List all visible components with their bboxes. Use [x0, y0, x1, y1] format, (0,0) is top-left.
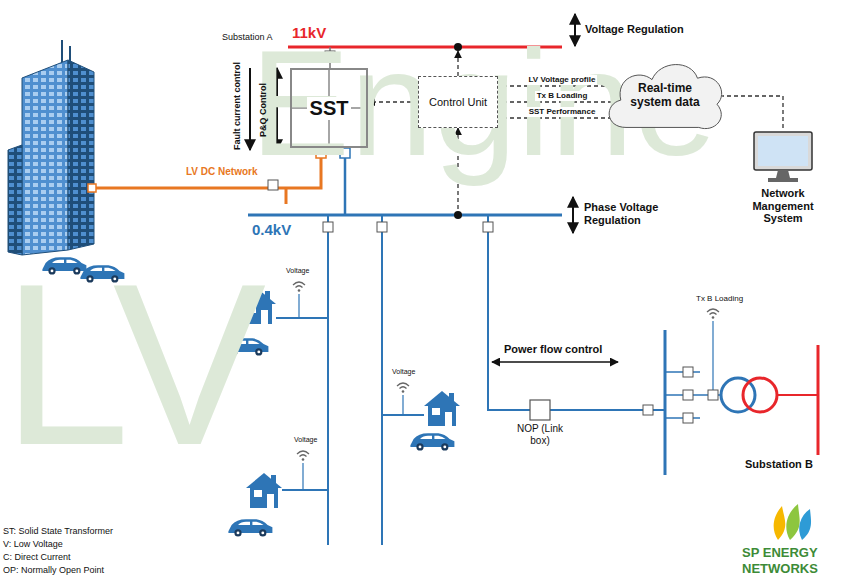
node-text: SST — [307, 97, 352, 120]
voltage-level: 0.4kV — [252, 221, 291, 238]
abbreviation-key: C: Direct Current — [3, 552, 71, 562]
logo-text: SP ENERGY — [742, 546, 818, 561]
link-box-symbol — [529, 399, 551, 421]
sensor-label: Voltage — [294, 436, 317, 444]
management-terminal: Network Mangement System — [742, 128, 824, 236]
voltage-sensor — [293, 282, 719, 490]
node-text: Network Mangement System — [744, 187, 822, 225]
sensor-label: Voltage — [392, 368, 415, 376]
abbreviation-key: OP: Normally Open Point — [3, 565, 104, 575]
logo-text: NETWORKS — [742, 562, 818, 577]
control-function: Voltage Regulation — [585, 23, 684, 36]
connector-label: Tx B Loading — [535, 91, 590, 101]
transformer-box: SST — [290, 68, 368, 148]
company-logo — [774, 504, 811, 540]
control-function: Power flow control — [504, 343, 602, 356]
office-building — [8, 40, 96, 255]
link-box: NOP (Link box) — [512, 399, 568, 449]
voltage-level: 11kV — [292, 24, 326, 41]
monitor-icon — [752, 130, 814, 184]
network-name: LV DC Network — [186, 166, 258, 178]
substation-b — [665, 330, 818, 475]
control-box: Control Unit — [418, 76, 498, 128]
sensor-label: Tx B Loading — [696, 294, 743, 303]
connector-label: LV Voltage profile — [527, 75, 598, 85]
control-function: Fault current control — [232, 62, 242, 150]
watermark: LV — [2, 250, 266, 480]
data-cloud: Real-time system data — [600, 55, 730, 137]
node-text: Control Unit — [429, 96, 487, 109]
house — [240, 289, 460, 508]
sensor-label: Voltage — [286, 267, 309, 275]
substation-name: Substation A — [222, 32, 273, 42]
control-function: Phase Voltage Regulation — [584, 201, 684, 226]
data-connector — [722, 96, 783, 128]
node-text: Real-time system data — [626, 82, 704, 110]
abbreviation-key: ST: Solid State Transformer — [3, 526, 113, 536]
lv-network — [248, 128, 665, 545]
node-text: NOP (Link box) — [514, 423, 566, 446]
abbreviation-key: V: Low Voltage — [3, 539, 63, 549]
substation-name: Substation B — [745, 458, 813, 471]
control-function: P&Q Control — [258, 83, 268, 137]
connector-label: SST Performance — [527, 107, 598, 117]
